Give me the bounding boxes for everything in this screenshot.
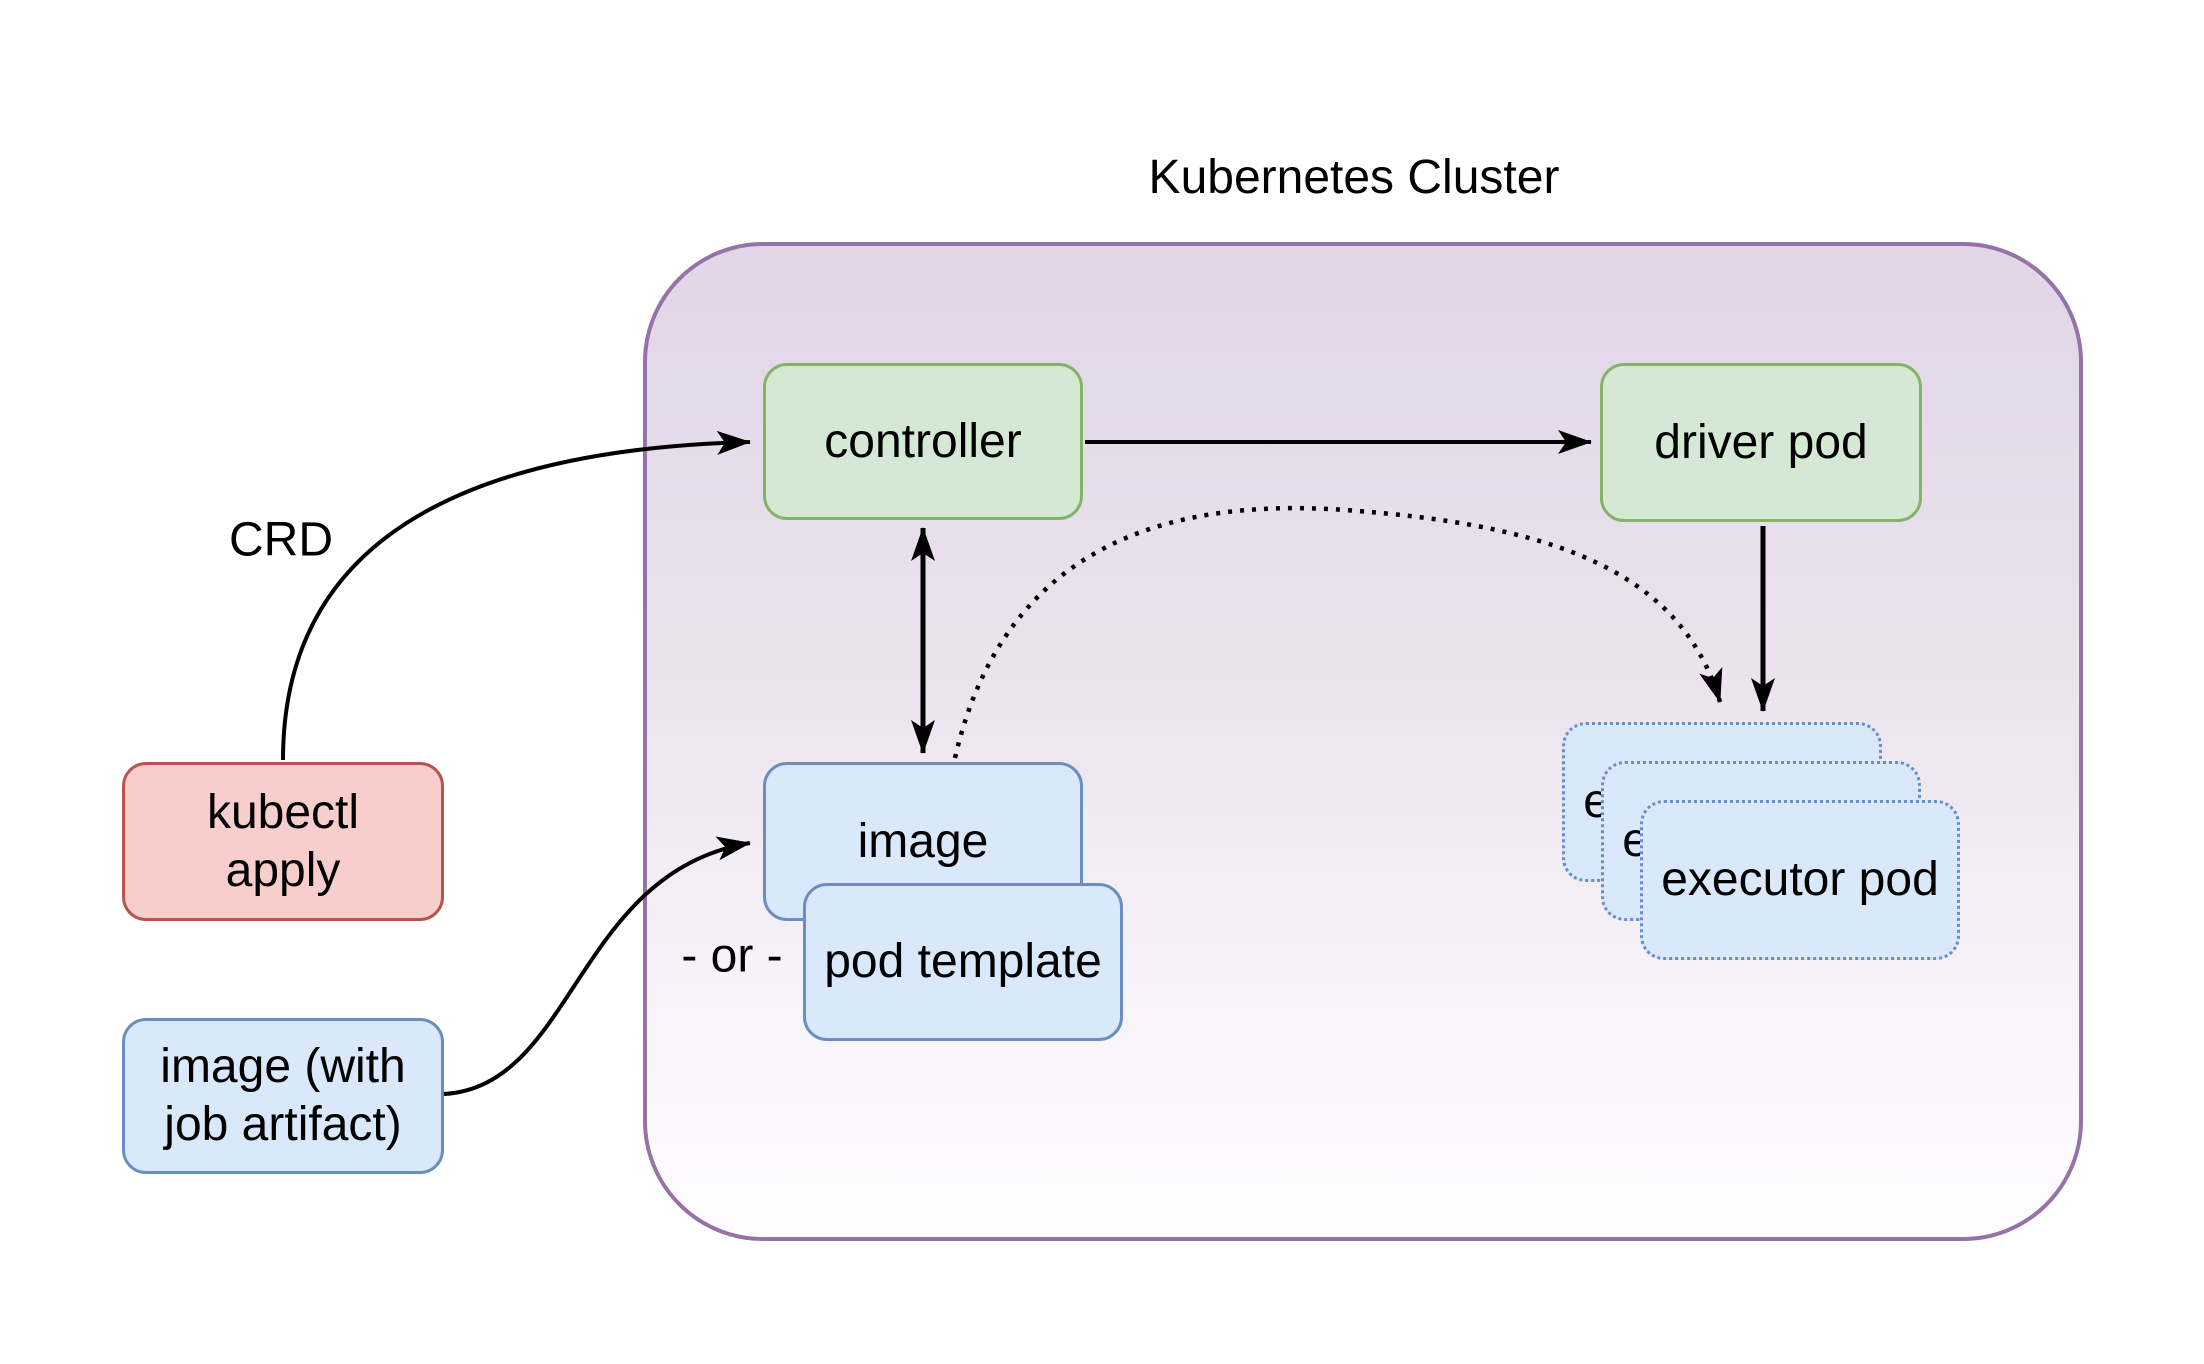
node-pod-template: pod template (803, 883, 1123, 1041)
node-image-with-job-artifact: image (with job artifact) (122, 1018, 444, 1174)
cluster-title: Kubernetes Cluster (1148, 151, 1560, 204)
node-driver-pod: driver pod (1600, 363, 1922, 522)
label-or-divider: - or - (681, 929, 783, 983)
label-crd: CRD (229, 513, 333, 567)
node-executor-pod-front: executor pod (1640, 800, 1960, 960)
node-kubectl-apply: kubectl apply (122, 762, 444, 921)
node-controller: controller (763, 363, 1083, 520)
